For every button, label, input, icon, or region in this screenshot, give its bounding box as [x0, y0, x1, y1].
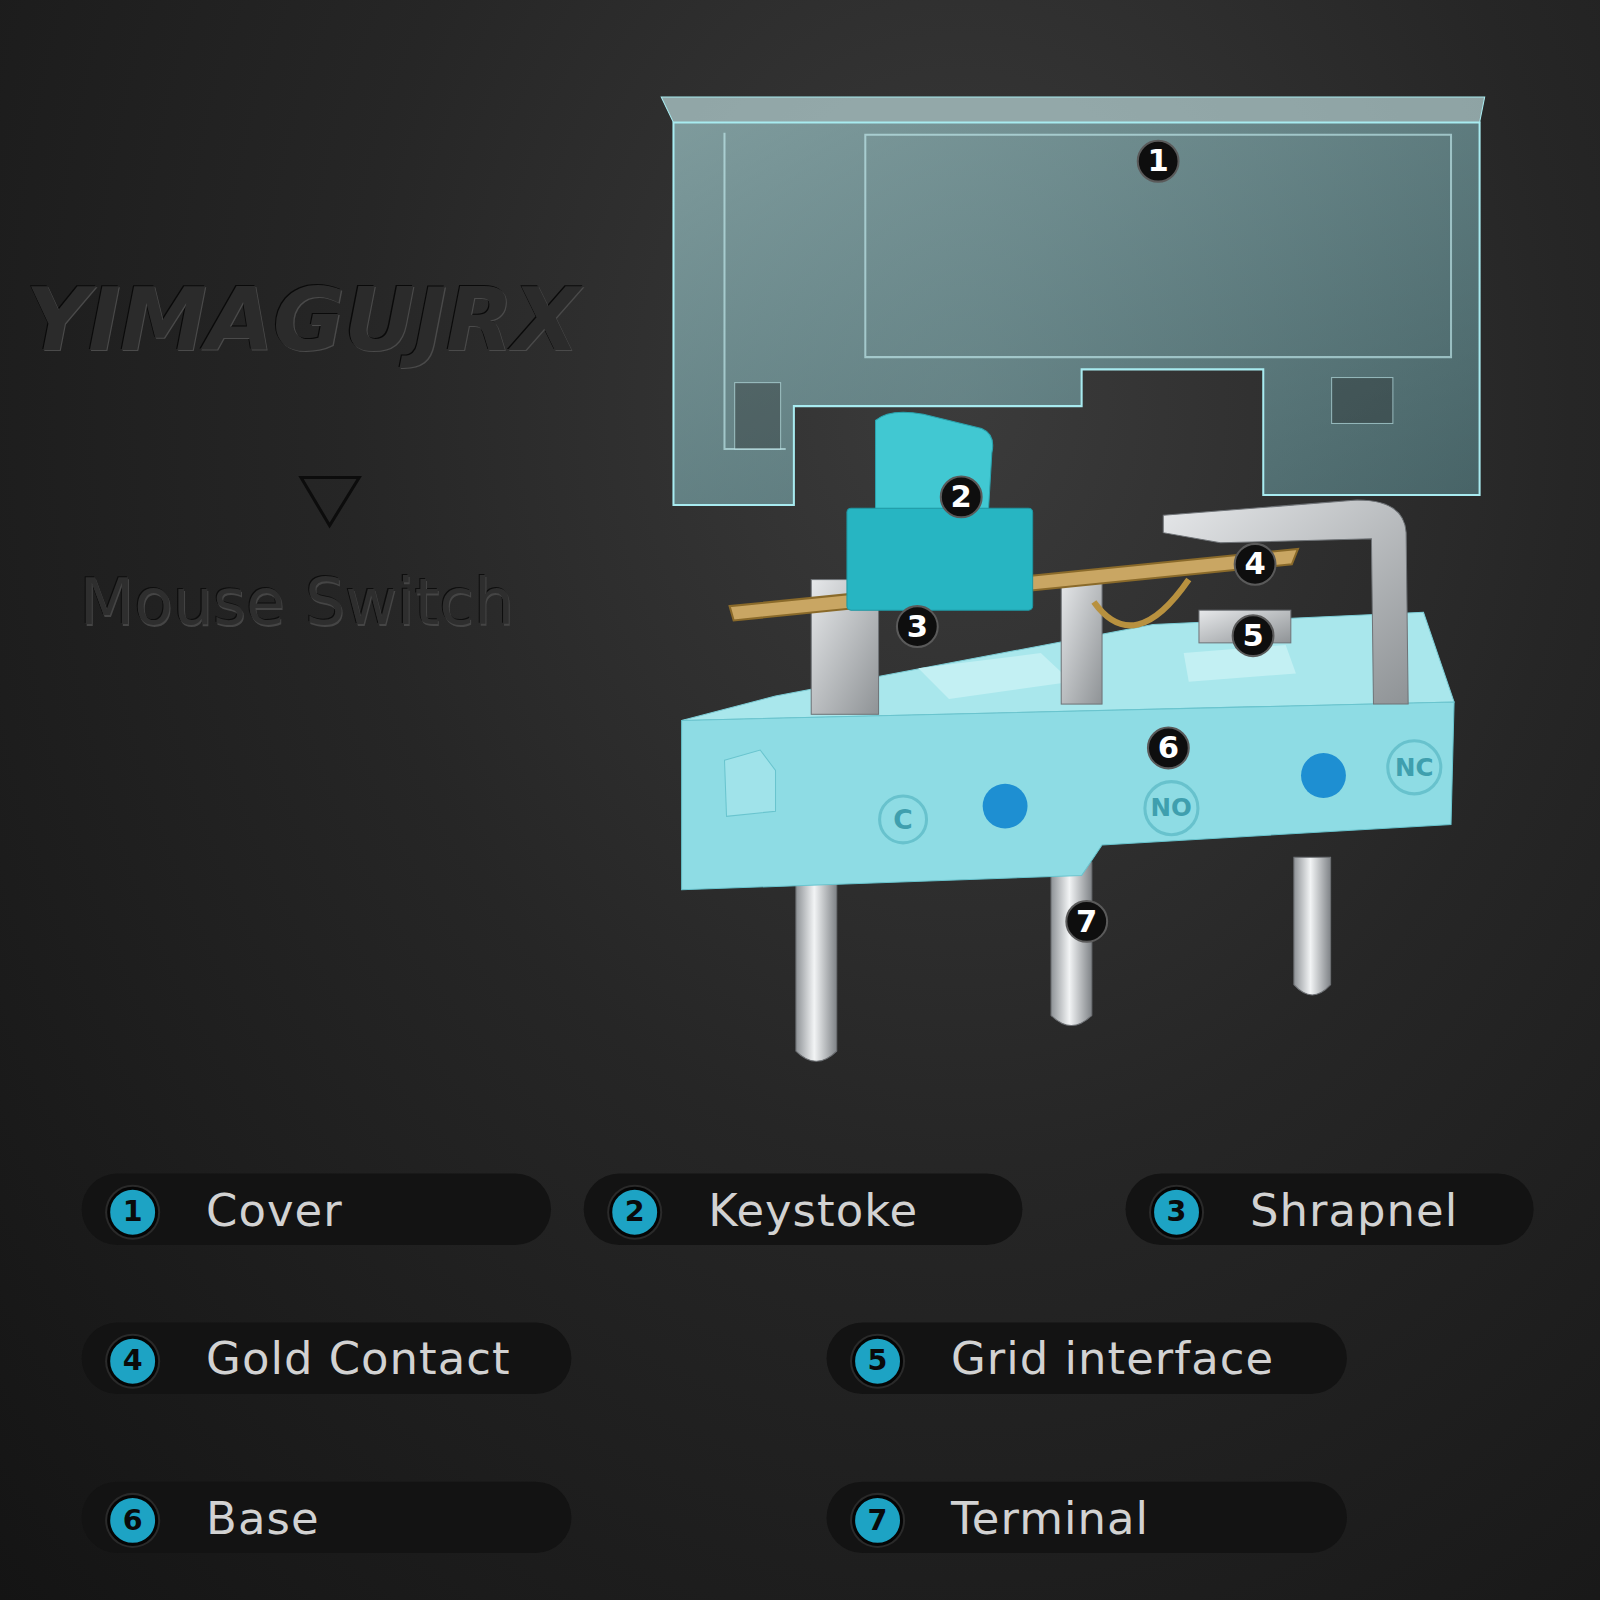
keystroke-plunger — [876, 412, 993, 522]
callout-number: 4 — [1244, 549, 1265, 580]
callout-number: 4 — [123, 1347, 143, 1376]
callout-badge: 3 — [896, 605, 939, 648]
pin-name: NO — [1151, 796, 1192, 820]
callout-number: 2 — [625, 1198, 645, 1227]
base-tab — [724, 750, 775, 816]
callout-number: 3 — [1167, 1198, 1187, 1227]
legend-pill: Gold Contact 4 — [82, 1322, 572, 1393]
part-name: Terminal — [951, 1491, 1149, 1543]
legend-pill: Base 6 — [82, 1482, 572, 1553]
legend-number: 5 — [852, 1336, 903, 1387]
legend-number: 2 — [609, 1187, 660, 1238]
base-hole — [983, 784, 1028, 829]
legend-number: 7 — [852, 1495, 903, 1546]
legend-pill: Cover 1 — [82, 1173, 551, 1244]
terminal-pin — [1294, 857, 1331, 995]
metal-bracket — [1163, 500, 1408, 704]
triangle-symbol — [301, 478, 359, 526]
pin-name: C — [893, 806, 912, 833]
callout-badge: 5 — [1232, 614, 1275, 657]
metal-post — [1061, 577, 1102, 705]
callout-number: 5 — [868, 1347, 888, 1376]
cover-inner — [724, 133, 785, 449]
legend-pill: Keystoke 2 — [584, 1173, 1023, 1244]
engraved-ring — [1388, 741, 1441, 794]
cover-body — [673, 122, 1479, 505]
part-name: Keystoke — [708, 1183, 918, 1235]
cover-top — [661, 97, 1484, 123]
callout-badge: 2 — [940, 476, 983, 519]
legend-pill: Terminal 7 — [827, 1482, 1347, 1553]
part-name: Grid interface — [951, 1332, 1274, 1384]
callout-number: 1 — [123, 1198, 143, 1227]
legend-number: 3 — [1151, 1187, 1202, 1238]
legend-number: 1 — [107, 1187, 158, 1238]
callout-number: 5 — [1242, 620, 1263, 651]
callout-badge: 7 — [1065, 900, 1108, 943]
spring-tongue — [1094, 580, 1189, 626]
callout-number: 6 — [1158, 733, 1179, 764]
terminal-pin — [796, 872, 837, 1061]
callout-badge: 6 — [1147, 727, 1190, 770]
base-front — [682, 702, 1454, 890]
callout-badge: 1 — [1137, 140, 1180, 183]
callout-number: 7 — [868, 1506, 888, 1535]
callout-number: 1 — [1148, 146, 1169, 177]
legend-pill: Grid interface 5 — [827, 1322, 1347, 1393]
callout-number: 3 — [907, 611, 928, 642]
part-name: Cover — [206, 1183, 343, 1235]
legend-number: 4 — [107, 1336, 158, 1387]
part-name: Gold Contact — [206, 1332, 510, 1384]
engraved-ring — [1145, 782, 1198, 835]
terminal-pin — [1051, 862, 1092, 1025]
base-rib — [918, 653, 1071, 699]
callout-number: 7 — [1076, 906, 1097, 937]
engraved-ring — [880, 796, 927, 843]
part-name: Base — [206, 1491, 319, 1543]
cover-window — [1332, 378, 1393, 424]
legend-pill: Shrapnel 3 — [1126, 1173, 1534, 1244]
cover-inner — [865, 135, 1451, 357]
brand-watermark: YIMAGUJRX — [26, 276, 579, 364]
keystroke-body — [847, 508, 1033, 610]
callout-number: 2 — [951, 482, 972, 513]
pin-name: NC — [1395, 755, 1433, 779]
base-hole — [1301, 753, 1346, 798]
callout-badge: 4 — [1234, 543, 1277, 586]
callout-number: 6 — [123, 1506, 143, 1535]
product-watermark: Mouse Switch — [80, 571, 515, 634]
cover-window — [735, 383, 781, 449]
legend-number: 6 — [107, 1495, 158, 1546]
part-name: Shrapnel — [1250, 1183, 1458, 1235]
